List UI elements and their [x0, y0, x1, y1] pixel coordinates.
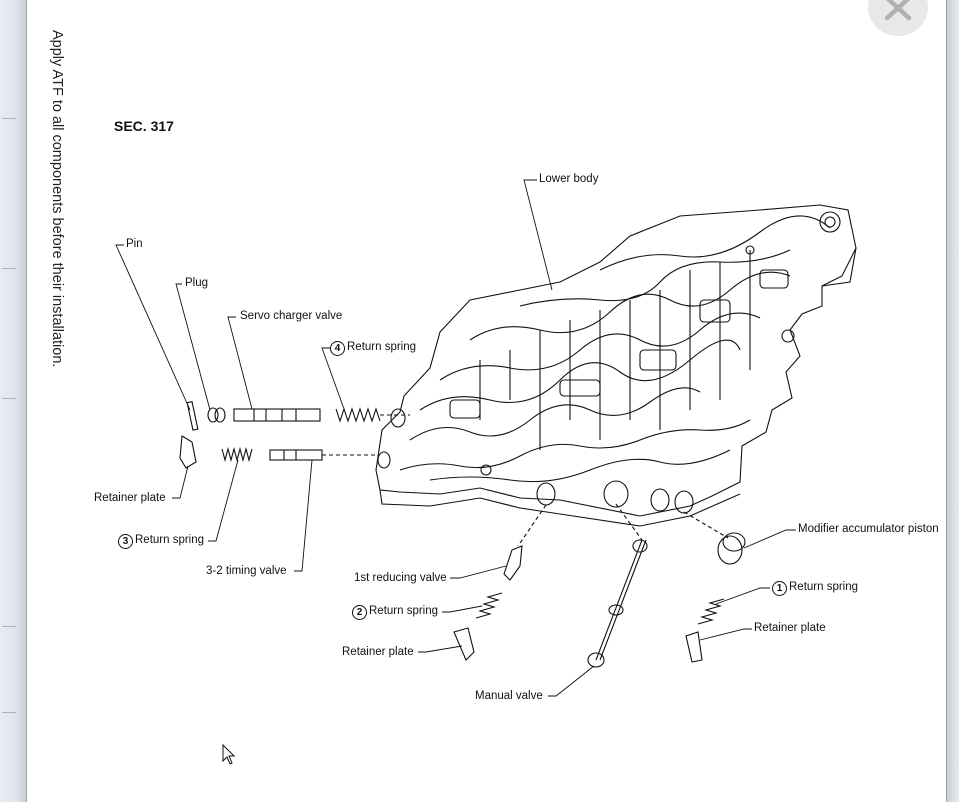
label-manual-valve: Manual valve — [475, 690, 543, 702]
callout-number: 3 — [118, 534, 133, 549]
close-button[interactable] — [868, 0, 928, 36]
return-spring-1-part — [697, 598, 725, 625]
label-lower-body: Lower body — [539, 173, 599, 185]
modifier-piston-part — [717, 535, 743, 565]
retainer-plate-right-part — [685, 631, 703, 663]
window-left-frame — [0, 0, 27, 802]
label-retainer-plate-bottom: Retainer plate — [342, 646, 414, 658]
servo-charger-valve-part — [233, 408, 321, 422]
document-page — [27, 0, 946, 802]
section-number: SEC. 317 — [114, 118, 174, 134]
label-pin: Pin — [126, 238, 143, 250]
retainer-plate-bottom-part — [453, 627, 475, 661]
label-servo-charger-valve: Servo charger valve — [240, 310, 343, 322]
label-reducing-valve: 1st reducing valve — [354, 572, 447, 584]
lower-body-outline — [375, 204, 857, 517]
window-right-frame — [946, 0, 959, 802]
label-plug: Plug — [185, 277, 209, 289]
callout-number: 2 — [352, 605, 367, 620]
label-retainer-plate-left: Retainer plate — [94, 492, 166, 504]
label-modifier-accumulator-piston: Modifier accumulator piston — [798, 523, 939, 535]
return-spring-3-part — [221, 446, 253, 463]
pin-part — [186, 401, 199, 431]
manual-valve-part — [595, 539, 643, 661]
mouse-pointer-icon — [222, 744, 236, 765]
callout-number: 4 — [330, 341, 345, 356]
atf-instruction-note: Apply ATF to all components before their… — [49, 30, 65, 368]
return-spring-4-part — [335, 407, 381, 423]
callout-number: 1 — [772, 581, 787, 596]
label-timing-valve: 3-2 timing valve — [206, 565, 287, 577]
close-icon — [884, 0, 912, 21]
reducing-valve-part — [503, 545, 523, 581]
return-spring-2-part — [475, 592, 503, 619]
label-retainer-plate-right: Retainer plate — [754, 622, 826, 634]
retainer-plate-left-part — [179, 435, 197, 469]
